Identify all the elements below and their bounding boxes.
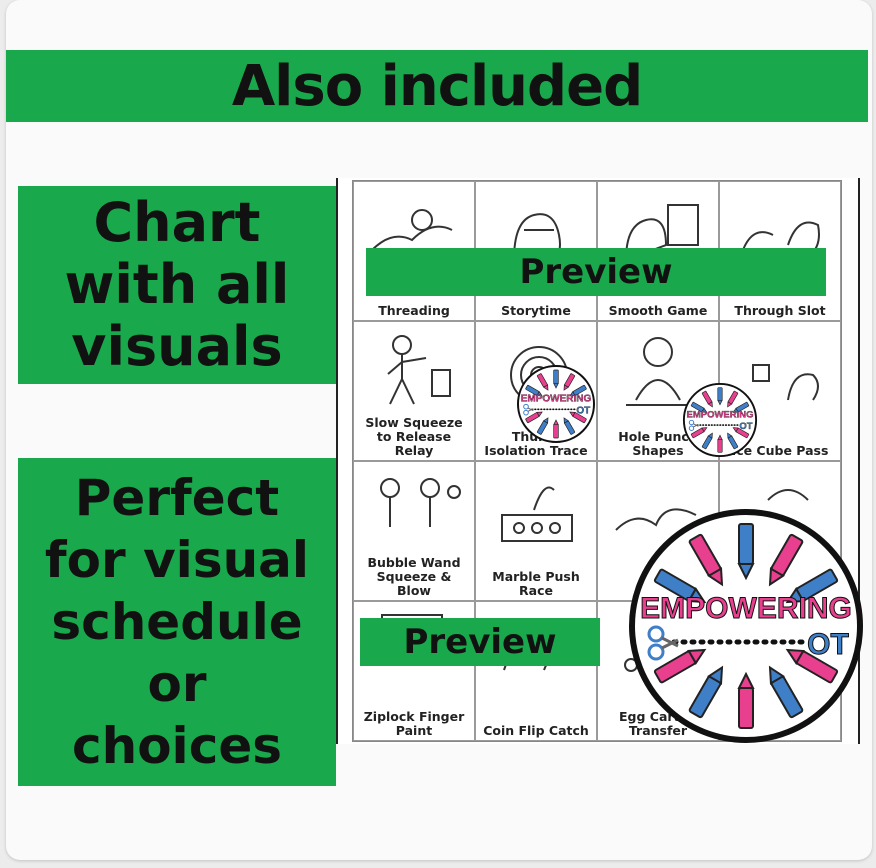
activity-illustration: [615, 508, 697, 531]
activity-label: Threading: [378, 303, 450, 318]
activity-illustration: [371, 209, 453, 251]
feature-box-chart: Chart with all visuals: [18, 186, 336, 384]
activity-card: Marble Push Race: [475, 461, 597, 601]
preview-banner-bottom: Preview: [360, 618, 600, 666]
scissors-icon: [647, 625, 679, 661]
preview-label: Preview: [519, 252, 673, 292]
activity-label: Smooth Game: [608, 303, 708, 318]
activity-label: Slow Squeeze to Release Relay: [365, 415, 463, 458]
activity-illustration: [767, 489, 809, 501]
activity-label: Through Slot: [734, 303, 826, 318]
activity-label: Bubble Wand Squeeze & Blow: [367, 555, 461, 598]
svg-text:OT: OT: [739, 421, 752, 432]
preview-label: Preview: [403, 622, 557, 662]
activity-label: Ziplock Finger Paint: [363, 709, 465, 738]
activity-illustration: [626, 337, 696, 406]
activity-label: Ice Cube Pass: [731, 443, 829, 458]
scissors-icon: [523, 403, 534, 416]
logo-text: EMPOWERING: [686, 409, 753, 420]
activity-illustration: [387, 335, 451, 405]
activity-label: Hole Punch Shapes: [618, 429, 698, 458]
activity-illustration: [752, 364, 819, 401]
feature-box-schedule: Perfect for visual schedule or choices: [18, 458, 336, 786]
feature-box-chart-text: Chart with all visuals: [64, 191, 290, 378]
header-title: Also included: [231, 53, 643, 119]
activity-illustration: [624, 204, 699, 262]
activity-label: Marble Push Race: [492, 569, 580, 598]
svg-text:OT: OT: [576, 405, 590, 416]
activity-card: Slow Squeeze to Release Relay: [353, 321, 475, 461]
activity-card: Bubble Wand Squeeze & Blow: [353, 461, 475, 601]
scissors-icon: [688, 419, 699, 431]
preview-banner-top: Preview: [366, 248, 826, 296]
feature-box-schedule-text: Perfect for visual schedule or choices: [44, 469, 310, 775]
header-banner: Also included: [6, 50, 868, 122]
logo-text: EMPOWERING: [521, 393, 592, 404]
svg-text:OT: OT: [807, 628, 849, 661]
activity-illustration: [501, 486, 573, 542]
activity-label: Coin Flip Catch: [483, 723, 589, 738]
activity-illustration: [380, 478, 461, 527]
activity-label: Storytime: [501, 303, 571, 318]
logo-text: EMPOWERING: [640, 592, 852, 625]
